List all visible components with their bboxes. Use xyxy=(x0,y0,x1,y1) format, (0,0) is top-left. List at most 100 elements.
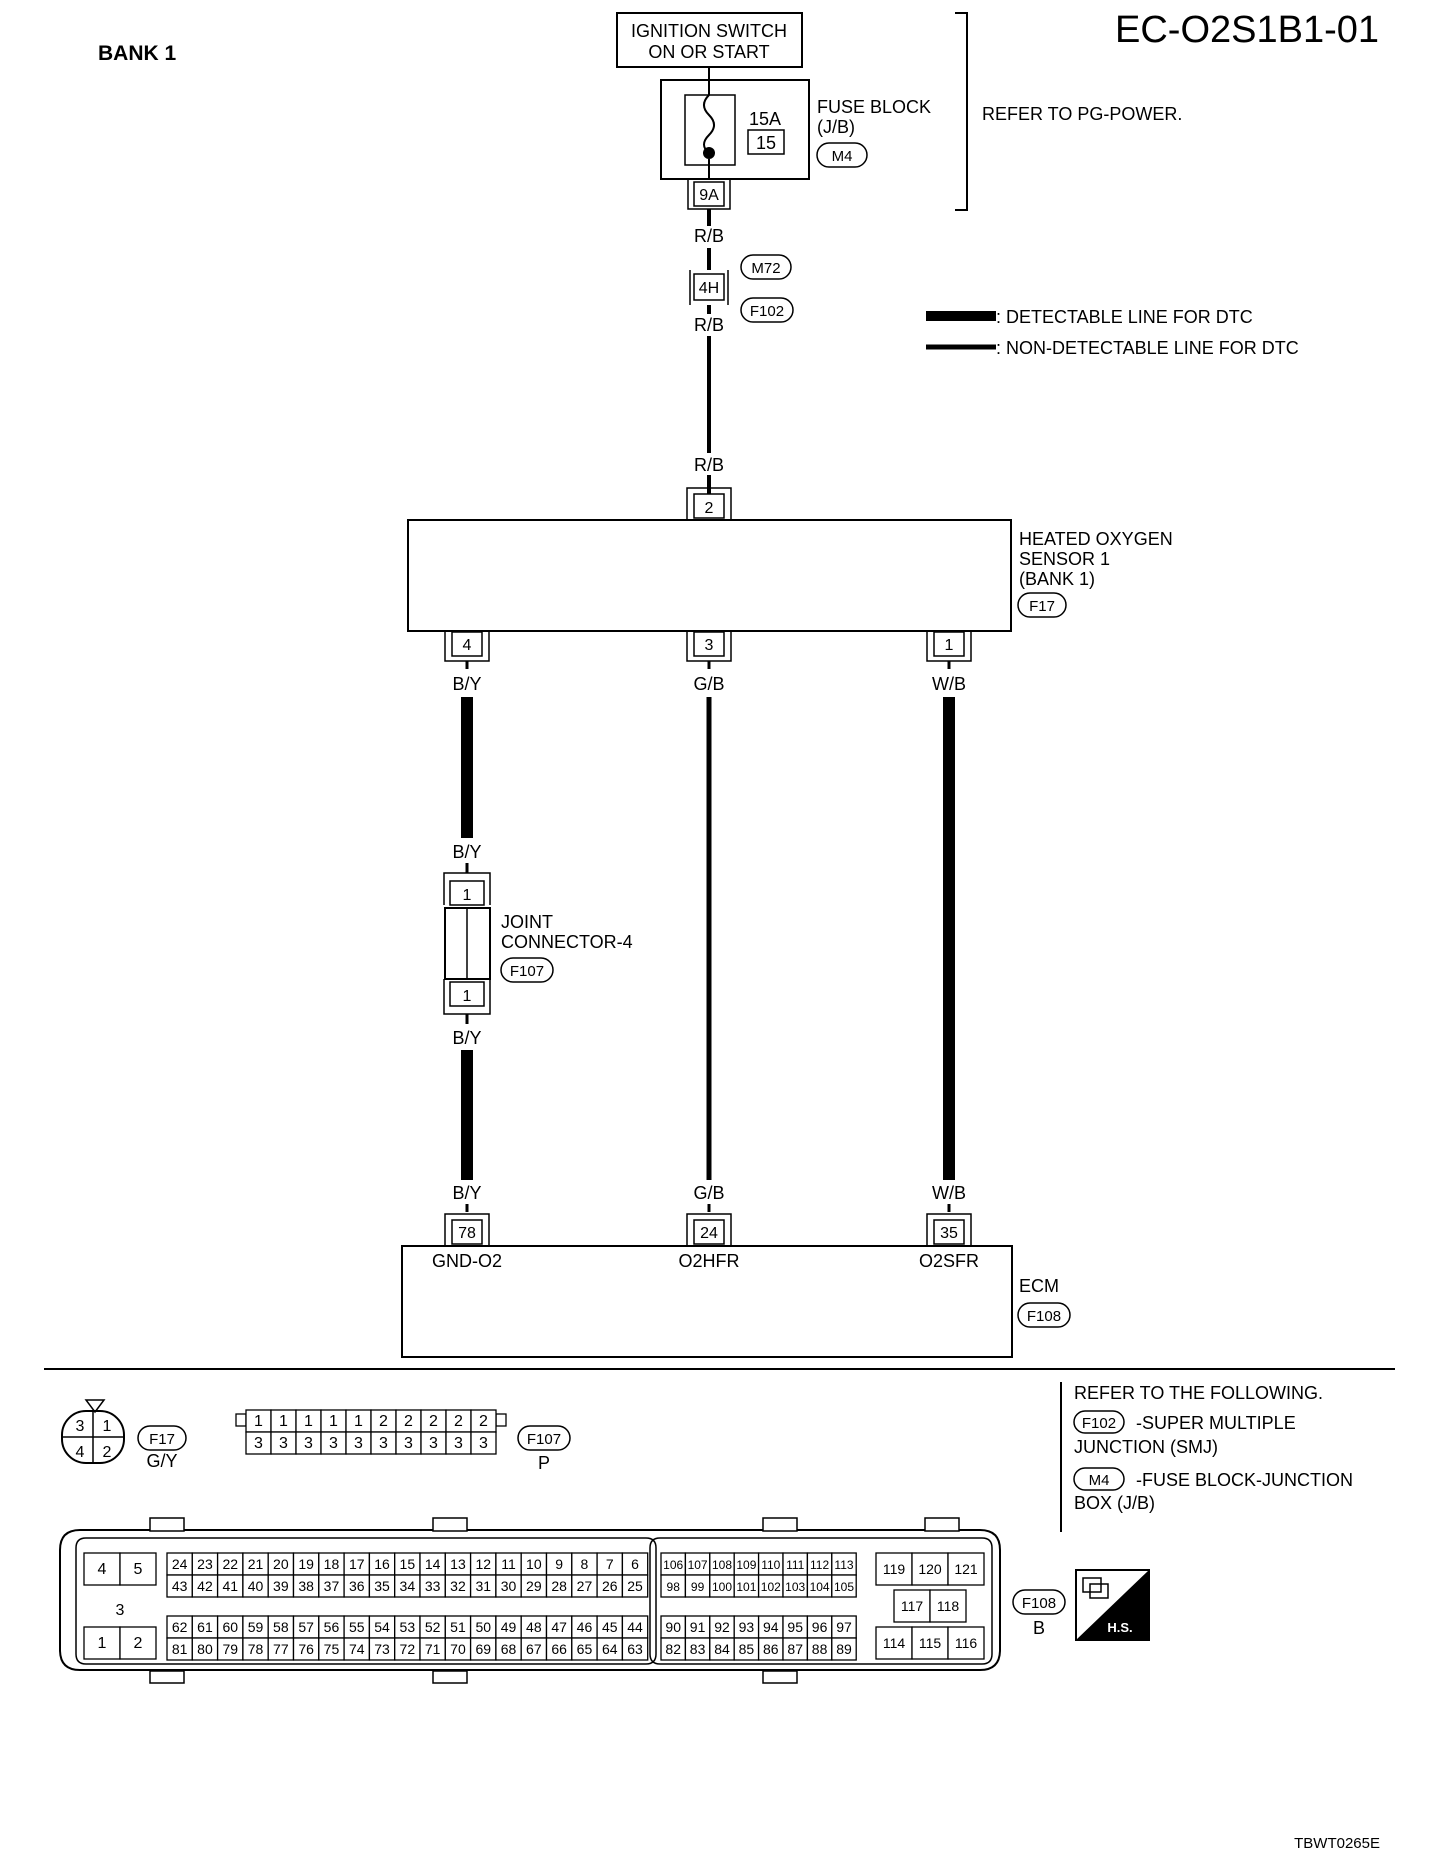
pin-cell: 6 xyxy=(621,1552,649,1576)
pin-cell: 3 xyxy=(245,1431,272,1455)
pin-cell: 32 xyxy=(444,1574,472,1598)
pin-cell: 49 xyxy=(495,1615,522,1639)
pin-cell: 24 xyxy=(166,1552,193,1576)
wire-by-label-4: B/Y xyxy=(452,1183,481,1203)
pin-cell: 3 xyxy=(370,1431,397,1455)
pin-number: 46 xyxy=(577,1619,593,1635)
pin-number: 82 xyxy=(665,1641,681,1657)
pin-number: 101 xyxy=(736,1580,756,1594)
pin-cell: 114 xyxy=(875,1626,913,1660)
pin-number: 51 xyxy=(450,1619,466,1635)
pin-number: 83 xyxy=(690,1641,706,1657)
pin-cell: 112 xyxy=(806,1552,833,1576)
pin-cell: 43 xyxy=(166,1574,193,1598)
pin-number: 110 xyxy=(761,1558,780,1572)
pin-number: 92 xyxy=(714,1619,730,1635)
pin-number: 35 xyxy=(374,1578,390,1594)
pin-cell: 64 xyxy=(596,1637,624,1661)
joint-connector-4: 1 1 xyxy=(443,872,491,1015)
pin-cell: 1 xyxy=(270,1409,297,1433)
pin-number: 98 xyxy=(667,1580,681,1594)
pin-cell: 62 xyxy=(166,1615,193,1639)
pin-number: 106 xyxy=(663,1558,683,1572)
pin-number: 97 xyxy=(836,1619,852,1635)
pin-cell: 1 xyxy=(245,1409,272,1433)
pin-cell: 25 xyxy=(621,1574,649,1598)
refer-item2-ref: M4 xyxy=(1073,1467,1125,1491)
pin-cell: 86 xyxy=(757,1637,784,1661)
pin-number: 91 xyxy=(690,1619,706,1635)
svg-text:1: 1 xyxy=(945,637,954,654)
legend-non-detectable: : NON-DETECTABLE LINE FOR DTC xyxy=(996,338,1299,358)
pin-number: 67 xyxy=(526,1641,542,1657)
pin-cell: 45 xyxy=(596,1615,624,1639)
pin-cell: 39 xyxy=(267,1574,295,1598)
sensor-pin-1: 1 xyxy=(926,631,972,662)
svg-text:F17: F17 xyxy=(1029,598,1055,615)
pin-number: 120 xyxy=(918,1561,942,1577)
pin-number: 107 xyxy=(688,1558,708,1572)
ecm-pin-24: 24 xyxy=(686,1204,732,1246)
pin-number: 1 xyxy=(98,1635,107,1652)
pin-cell: 10 xyxy=(520,1552,548,1576)
pin-cell: 3 xyxy=(470,1431,497,1455)
pin-number: 29 xyxy=(526,1578,542,1594)
pin-number: 81 xyxy=(172,1641,188,1657)
pin-cell: 2 xyxy=(445,1409,472,1433)
pin-cell: 53 xyxy=(394,1615,421,1639)
pin-number: 114 xyxy=(883,1635,906,1651)
pin-cell: 42 xyxy=(191,1574,219,1598)
pin-cell: 19 xyxy=(292,1552,320,1576)
pin-cell: 3 xyxy=(295,1431,322,1455)
pin-number: 77 xyxy=(273,1641,289,1657)
wire-gb-label-2: G/B xyxy=(693,1183,724,1203)
svg-text:9A: 9A xyxy=(699,187,719,204)
joint-line1: JOINT xyxy=(501,912,553,932)
svg-text:4: 4 xyxy=(463,637,472,654)
pin-cell: 106 xyxy=(660,1552,687,1576)
pin-number: 3 xyxy=(116,1602,125,1619)
svg-text:M72: M72 xyxy=(751,260,780,277)
pin-number: 104 xyxy=(810,1580,830,1594)
pin-number: 59 xyxy=(248,1619,264,1635)
f17-pin-4: 2 xyxy=(103,1444,112,1461)
refer-item1-line2: JUNCTION (SMJ) xyxy=(1074,1437,1218,1457)
pin-number: 20 xyxy=(273,1556,289,1572)
pin-number: 48 xyxy=(526,1619,542,1635)
sensor-pin-3: 3 xyxy=(686,631,732,662)
pin-number: 1 xyxy=(254,1413,263,1430)
connector-4h-ref-bottom: F102 xyxy=(740,297,794,323)
pin-number: 105 xyxy=(834,1580,854,1594)
joint-ref-badge: F107 xyxy=(500,957,554,983)
pin-cell: 121 xyxy=(947,1552,985,1586)
svg-text:F108: F108 xyxy=(1022,1595,1056,1612)
pin-number: 89 xyxy=(836,1641,852,1657)
pin-number: 119 xyxy=(883,1561,906,1577)
pin-number: 3 xyxy=(304,1435,313,1452)
svg-text:F107: F107 xyxy=(527,1431,561,1448)
pin-number: 102 xyxy=(761,1580,781,1594)
f17-pin-2: 1 xyxy=(103,1418,112,1435)
pin-number: 56 xyxy=(324,1619,340,1635)
pin-cell: 81 xyxy=(166,1637,193,1661)
pin-cell: 110 xyxy=(757,1552,784,1576)
wire-wb-label-2: W/B xyxy=(932,1183,966,1203)
pin-number: 21 xyxy=(248,1556,264,1572)
pin-cell: 103 xyxy=(782,1574,809,1598)
pin-number: 88 xyxy=(812,1641,828,1657)
pin-number: 15 xyxy=(400,1556,416,1572)
pin-cell: 117 xyxy=(893,1589,931,1623)
svg-text:78: 78 xyxy=(458,1225,476,1242)
pin-number: 90 xyxy=(665,1619,681,1635)
pin-number: 12 xyxy=(475,1556,491,1572)
pin-number: 17 xyxy=(349,1556,365,1572)
pin-cell: 2 xyxy=(395,1409,422,1433)
pin-number: 96 xyxy=(812,1619,828,1635)
pin-number: 99 xyxy=(691,1580,705,1594)
sensor-pin-2: 2 xyxy=(686,487,732,520)
hs-label: H.S. xyxy=(1107,1620,1132,1635)
pin-cell: 1 xyxy=(83,1626,121,1660)
pin-cell: 99 xyxy=(684,1574,711,1598)
pin-number: 57 xyxy=(298,1619,314,1635)
pin-number: 3 xyxy=(329,1435,338,1452)
